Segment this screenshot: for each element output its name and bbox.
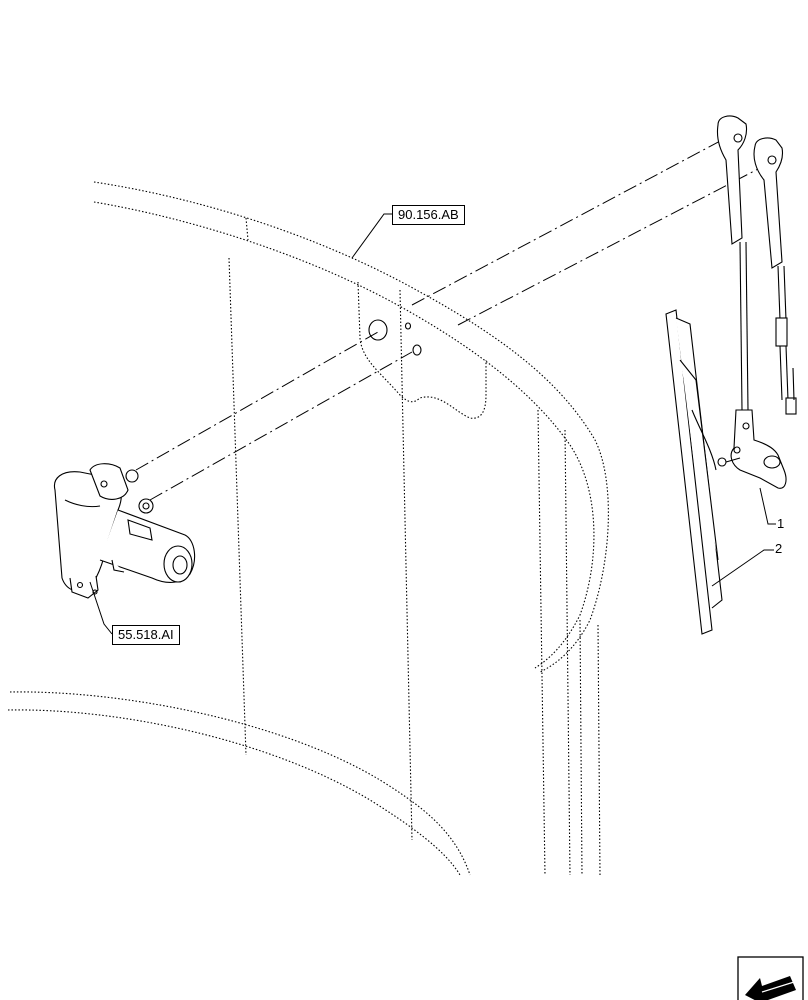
item-1-label: 1: [777, 516, 785, 531]
wiper-blade: [665, 309, 741, 635]
assembly-center-lines: [135, 139, 761, 501]
wiper-arm: [716, 115, 797, 489]
leader-lines: [89, 213, 776, 635]
mount-holes: [368, 319, 422, 356]
ref-motor-label[interactable]: 55.518.AI: [112, 625, 180, 645]
next-page-arrow-icon[interactable]: [737, 956, 804, 1000]
cab-window-outline: [7, 181, 609, 876]
item-2-label: 2: [775, 541, 783, 556]
ref-window-label[interactable]: 90.156.AB: [392, 205, 465, 225]
wiper-motor: [53, 463, 196, 599]
